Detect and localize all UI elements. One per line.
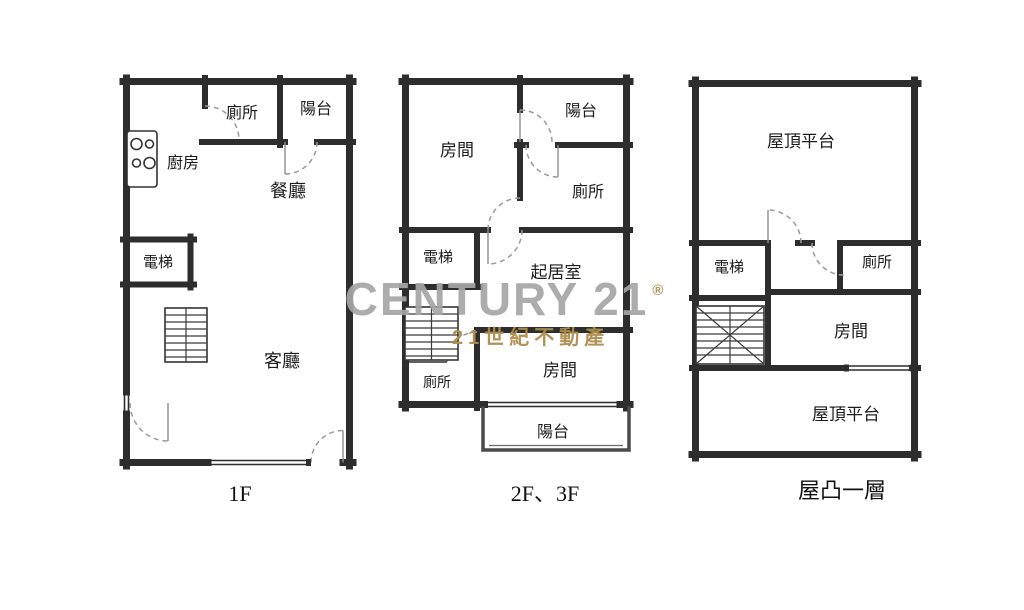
room-label-elevator-roof: 電梯	[714, 259, 744, 276]
plan-2f3f: 房間 陽台 廁所 電梯 起居室 廁所 房間 陽台 2F、3F	[398, 74, 634, 506]
floor-label-2f3f: 2F、3F	[511, 481, 579, 506]
outer-walls-1f	[119, 74, 357, 470]
door-leaves-2f	[487, 110, 559, 264]
room-label-toilet-1f: 廁所	[226, 103, 258, 122]
room-label-elevator-2f: 電梯	[423, 249, 453, 266]
room-label-room-bottom-2f: 房間	[543, 361, 577, 380]
outer-walls-roof	[688, 76, 922, 462]
room-label-toilet-roof: 廁所	[862, 253, 892, 271]
floor-label-roof: 屋凸一層	[798, 478, 886, 503]
room-label-balcony-bottom-2f: 陽台	[537, 423, 569, 441]
room-label-elevator-1f: 電梯	[143, 254, 173, 271]
room-label-room-roof: 房間	[834, 322, 868, 341]
room-label-roof-bottom: 屋頂平台	[812, 405, 880, 424]
room-label-balcony-top-2f: 陽台	[565, 102, 597, 120]
room-label-living: 客廳	[264, 351, 300, 371]
window-bottom-2f	[483, 401, 623, 408]
room-label-toilet-right-2f: 廁所	[572, 182, 604, 201]
inner-walls-1f	[120, 75, 356, 291]
plan-1f: 廚房 廁所 陽台 餐廳 電梯 客廳 1F	[119, 74, 357, 506]
room-label-dining: 餐廳	[270, 181, 306, 201]
brand-tagline: 21世紀不動產	[452, 325, 609, 349]
stove-icon	[126, 130, 158, 188]
brand-name: CENTURY 21	[345, 273, 649, 325]
room-label-kitchen: 廚房	[167, 153, 199, 172]
door-arcs-roof	[767, 209, 845, 276]
room-label-roof-top: 屋頂平台	[767, 132, 835, 151]
registered-mark: ®	[652, 282, 665, 299]
room-label-toilet-small-2f: 廁所	[423, 374, 451, 390]
stairs-icon-2f	[404, 306, 459, 361]
window-left-1f	[123, 390, 130, 417]
brand-text: CENTURY 21®	[345, 273, 666, 325]
stairs-icon-1f	[164, 307, 208, 363]
window-bottom-1f	[205, 459, 311, 466]
window-room-roof	[844, 364, 915, 372]
outer-walls-2f	[398, 74, 634, 412]
watermark-logo: CENTURY 21® 21世紀不動產	[345, 273, 666, 349]
floor-label-1f: 1F	[228, 481, 251, 506]
plan-roof: 屋頂平台 電梯 廁所 房間 屋頂平台 屋凸一層	[688, 76, 922, 503]
stairs-icon-roof	[695, 305, 765, 365]
room-label-balcony-1f: 陽台	[300, 100, 332, 118]
inner-walls-2f	[399, 75, 633, 411]
balcony-bottom-structure	[481, 406, 631, 452]
room-label-room-top-2f: 房間	[440, 141, 474, 160]
door-leaves-1f	[167, 142, 344, 463]
room-label-sitting-2f: 起居室	[531, 263, 582, 282]
